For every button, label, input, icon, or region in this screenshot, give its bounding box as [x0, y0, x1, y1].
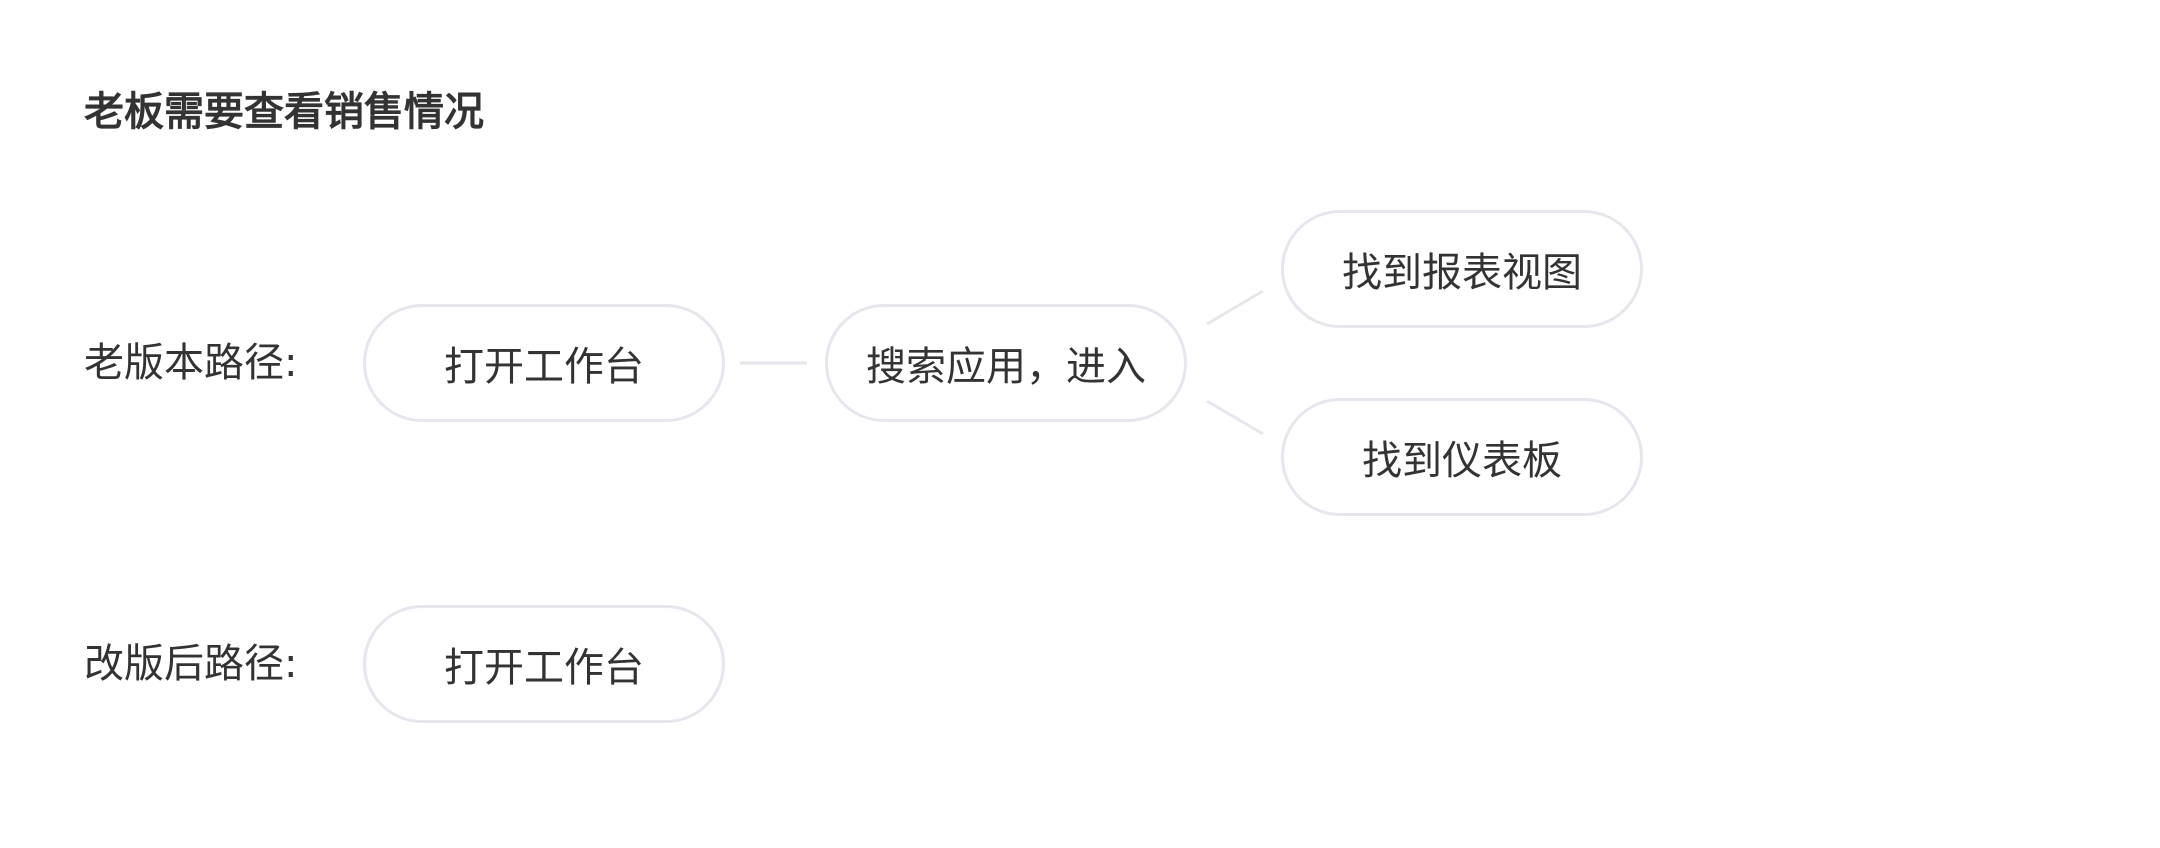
old-path-node-find-report-view: 找到报表视图 [1281, 210, 1643, 328]
node-label: 打开工作台 [444, 645, 644, 691]
connector-search-to-dashboard [1206, 399, 1264, 436]
node-label: 打开工作台 [444, 344, 644, 390]
connector-search-to-report-view [1206, 289, 1264, 326]
node-label: 找到报表视图 [1342, 250, 1582, 296]
node-label: 搜索应用，进入 [866, 344, 1146, 390]
new-path-node-open-workbench: 打开工作台 [363, 605, 725, 723]
old-path-node-open-workbench: 打开工作台 [363, 304, 725, 422]
old-path-node-search-app: 搜索应用，进入 [825, 304, 1187, 422]
node-label: 找到仪表板 [1362, 438, 1562, 484]
new-path-label: 改版后路径: [84, 641, 298, 687]
old-path-label: 老版本路径: [84, 340, 298, 386]
page-title: 老板需要查看销售情况 [84, 89, 484, 135]
old-path-node-find-dashboard: 找到仪表板 [1281, 398, 1643, 516]
